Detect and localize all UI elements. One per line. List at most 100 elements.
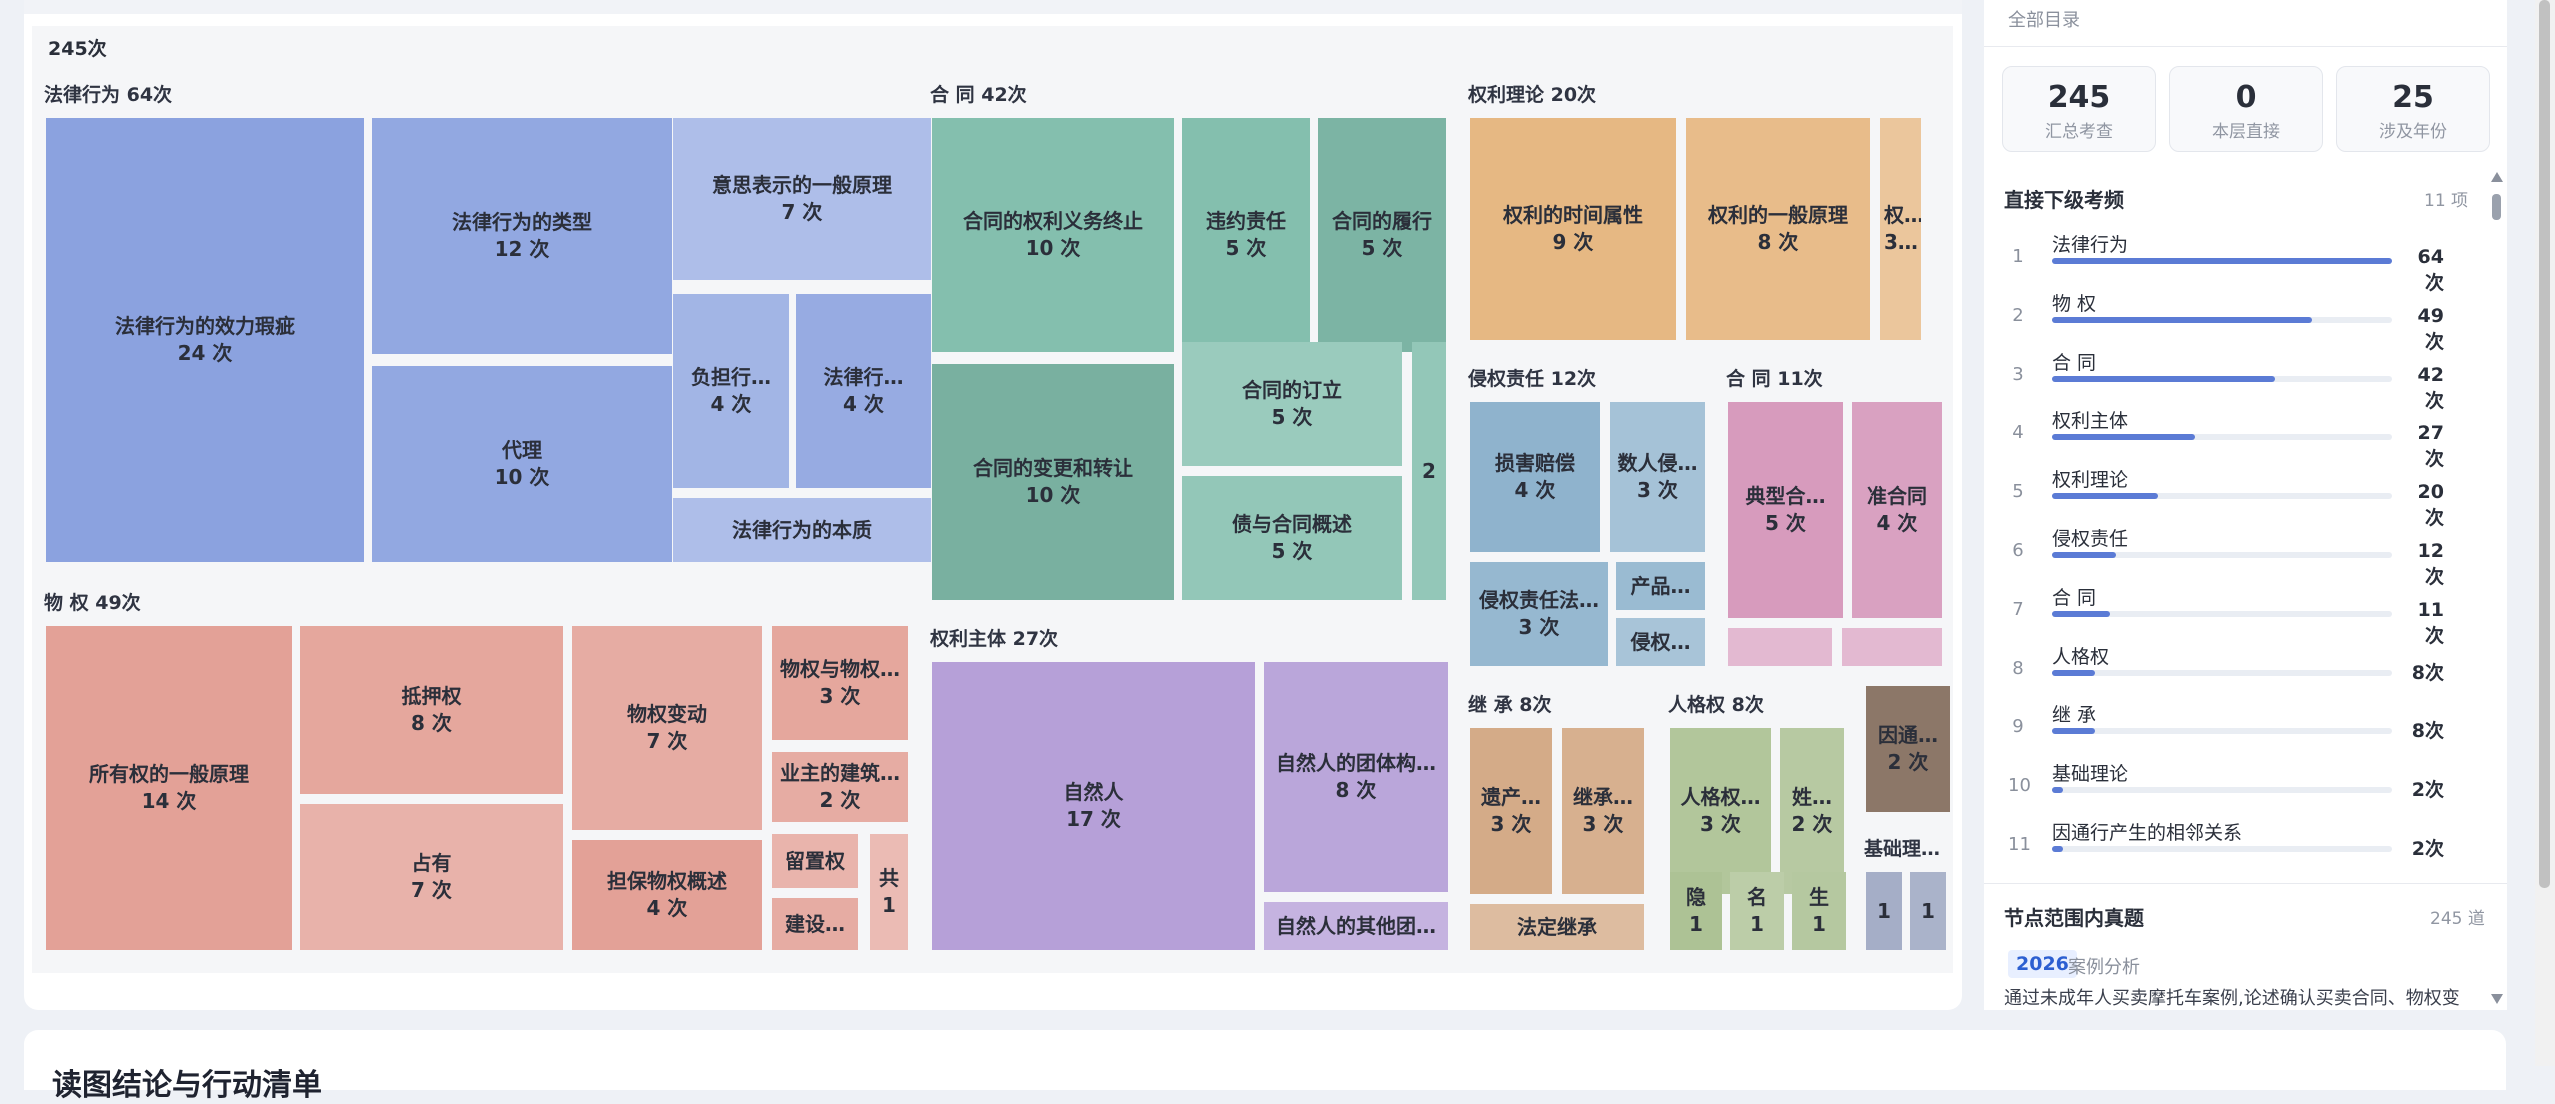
treemap-cell[interactable]: 姓…2 次 (1780, 728, 1844, 894)
treemap-cell-count: 4 次 (843, 392, 884, 416)
treemap-cell[interactable]: 侵权责任法…3 次 (1470, 562, 1608, 666)
scroll-down-icon[interactable] (2491, 994, 2503, 1004)
treemap-cell[interactable]: 产品… (1616, 562, 1705, 610)
treemap-total: 245次 (48, 38, 107, 60)
treemap-cell-count: 12 次 (494, 237, 550, 261)
treemap-cell[interactable]: 2 (1412, 342, 1446, 600)
ranking-count-value: 2次 (2411, 838, 2444, 860)
conclusion-card: 读图结论与行动清单 (24, 1030, 2506, 1103)
treemap-cell[interactable]: 法定继承 (1470, 904, 1644, 950)
treemap-cell[interactable]: 数人侵…3 次 (1610, 402, 1705, 552)
treemap-cell-name: 留置权 (785, 848, 845, 873)
treemap-cell-count: 1 (882, 893, 896, 917)
ranking-index: 3 (2012, 363, 2024, 385)
treemap-cell-name: 1 (1921, 898, 1935, 923)
questions-count: 245 道 (2430, 909, 2485, 929)
ranking-index: 5 (2012, 481, 2024, 503)
treemap-cell[interactable]: 业主的建筑…2 次 (772, 752, 908, 822)
treemap-cell[interactable]: 建设… (772, 898, 858, 950)
scroll-up-icon[interactable] (2491, 172, 2503, 182)
treemap-cell[interactable]: 1 (1910, 872, 1946, 950)
ranking-label: 权利主体 (2052, 410, 2129, 433)
treemap-cell[interactable]: 负担行…4 次 (673, 294, 789, 488)
treemap-cell[interactable]: 自然人的其他团… (1264, 902, 1448, 950)
questions-title: 节点范围内真题 (2004, 906, 2144, 930)
treemap-cell[interactable]: 自然人的团体构…8 次 (1264, 662, 1448, 892)
treemap-group-title: 物 权 49次 (44, 592, 141, 614)
ranking-bar-fill (2052, 375, 2275, 382)
ranking-index: 7 (2012, 598, 2024, 620)
treemap-cell-name: 继承… (1573, 785, 1633, 809)
treemap-cell[interactable]: 继承…3 次 (1562, 728, 1644, 894)
treemap-cell[interactable] (1842, 628, 1942, 666)
treemap-cell[interactable]: 人格权…3 次 (1670, 728, 1771, 894)
treemap-cell[interactable]: 1 (1866, 872, 1902, 950)
ranking-bar-fill (2052, 846, 2063, 852)
side-scrollbar[interactable] (2490, 170, 2504, 1006)
treemap-cell-name: 合同的变更和转让 (973, 456, 1133, 480)
side-scroll-thumb[interactable] (2492, 194, 2501, 220)
treemap-cell-name: 法律行… (823, 365, 904, 389)
question-text[interactable]: 通过未成年人买卖摩托车案例,论述确认买卖合同、物权变 (2004, 988, 2460, 1009)
treemap-cell[interactable]: 法律行… 4 次 (796, 294, 931, 488)
treemap-cell[interactable]: 遗产…3 次 (1470, 728, 1552, 894)
treemap-cell-count: 2 次 (819, 788, 861, 812)
ranking-bar-fill (2052, 728, 2095, 735)
treemap-cell[interactable]: 法律行为的本质 (673, 498, 931, 562)
treemap-cell[interactable]: 因通…2 次 (1866, 686, 1950, 812)
stat-direct: 0 本层直接 (2169, 66, 2323, 152)
treemap-cell[interactable]: 典型合…5 次 (1728, 402, 1843, 618)
ranking-count-value: 27次 (2417, 422, 2444, 471)
treemap-group-title: 合 同 42次 (930, 84, 1027, 106)
treemap-cell-count: 4 次 (1876, 511, 1918, 535)
treemap-cell-name: 所有权的一般原理 (89, 762, 249, 786)
ranking-bar-track (2052, 728, 2392, 735)
ranking-count-value: 20次 (2417, 481, 2444, 530)
treemap-cell[interactable]: 侵权… (1616, 618, 1705, 666)
treemap-cell[interactable] (1728, 628, 1832, 666)
ranking-count-value: 64次 (2417, 246, 2444, 294)
page-scroll-thumb[interactable] (2539, 0, 2550, 888)
breadcrumb[interactable]: 全部目录 (2008, 10, 2080, 31)
treemap-cell[interactable]: 权…3 次 (1880, 118, 1921, 340)
side-panel: 全部目录 245 汇总考查 0 本层直接 25 涉及年份 直接下级考频 11 项… (1984, 0, 2507, 1010)
treemap-cell[interactable]: 留置权 (772, 834, 858, 888)
stat-years-value: 25 (2392, 80, 2434, 115)
treemap-cell[interactable]: 物权与物权…3 次 (772, 626, 908, 740)
